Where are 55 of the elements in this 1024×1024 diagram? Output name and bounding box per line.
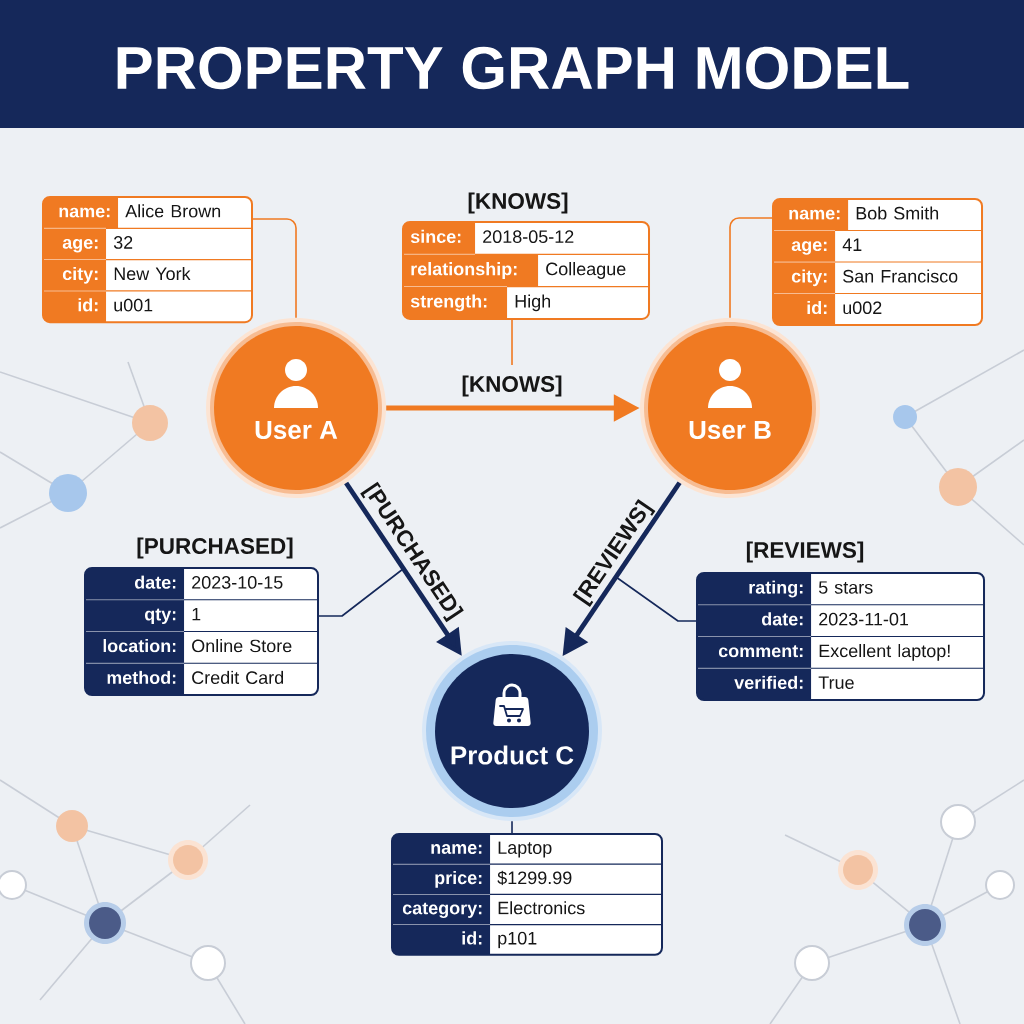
property-value: 41	[835, 230, 982, 263]
property-value: 32	[106, 228, 252, 260]
leader-line	[729, 217, 773, 319]
property-value: u002	[835, 293, 982, 325]
property-key: city:	[773, 262, 836, 294]
property-value: $1299.99	[490, 864, 662, 895]
property-value: True	[811, 668, 984, 700]
leader-line	[615, 576, 697, 622]
property-value: 2023-10-15	[184, 568, 318, 600]
leader-line	[511, 319, 513, 366]
table-heading: [KNOWS]	[468, 192, 568, 214]
property-key: location:	[85, 631, 185, 664]
property-value: San Francisco	[835, 262, 982, 294]
property-value: 2023-11-01	[811, 604, 984, 637]
property-key: qty:	[85, 599, 185, 632]
leader-line	[252, 218, 297, 319]
property-value: New York	[106, 259, 252, 292]
property-value: Colleague	[538, 254, 649, 287]
property-value: Credit Card	[184, 663, 318, 695]
property-key: verified:	[697, 668, 812, 700]
property-key: age:	[773, 230, 836, 263]
property-key: price:	[392, 864, 491, 895]
property-key: category:	[392, 894, 491, 925]
table-heading: [REVIEWS]	[746, 541, 864, 563]
property-key: since:	[403, 222, 476, 255]
property-value: Excellent laptop!	[811, 636, 984, 669]
property-value: Laptop	[490, 834, 662, 865]
property-value: Alice Brown	[118, 197, 252, 229]
property-key: method:	[85, 663, 185, 695]
property-value: 2018-05-12	[475, 222, 649, 255]
property-value: Online Store	[184, 631, 318, 664]
title-banner: PROPERTY GRAPH MODEL	[0, 0, 1024, 128]
property-key: name:	[773, 199, 849, 231]
property-value: Electronics	[490, 894, 662, 925]
property-key: comment:	[697, 636, 812, 669]
property-key: rating:	[697, 573, 812, 605]
property-key: strength:	[403, 286, 508, 319]
property-key: id:	[392, 924, 491, 955]
property-value: High	[507, 286, 649, 319]
property-key: date:	[85, 568, 185, 600]
edge-label: [KNOWS]	[459, 374, 565, 398]
leader-line	[318, 568, 404, 617]
property-value: Bob Smith	[848, 199, 982, 231]
property-key: age:	[43, 228, 107, 260]
property-value: 5 stars	[811, 573, 984, 605]
leader-line	[511, 820, 513, 834]
property-key: city:	[43, 259, 107, 292]
property-key: name:	[43, 197, 119, 229]
property-key: id:	[773, 293, 836, 325]
property-key: date:	[697, 604, 812, 637]
property-value: 1	[184, 599, 318, 632]
property-key: relationship:	[403, 254, 539, 287]
property-key: name:	[392, 834, 491, 865]
table-heading: [PURCHASED]	[137, 537, 293, 559]
property-value: p101	[490, 924, 662, 955]
